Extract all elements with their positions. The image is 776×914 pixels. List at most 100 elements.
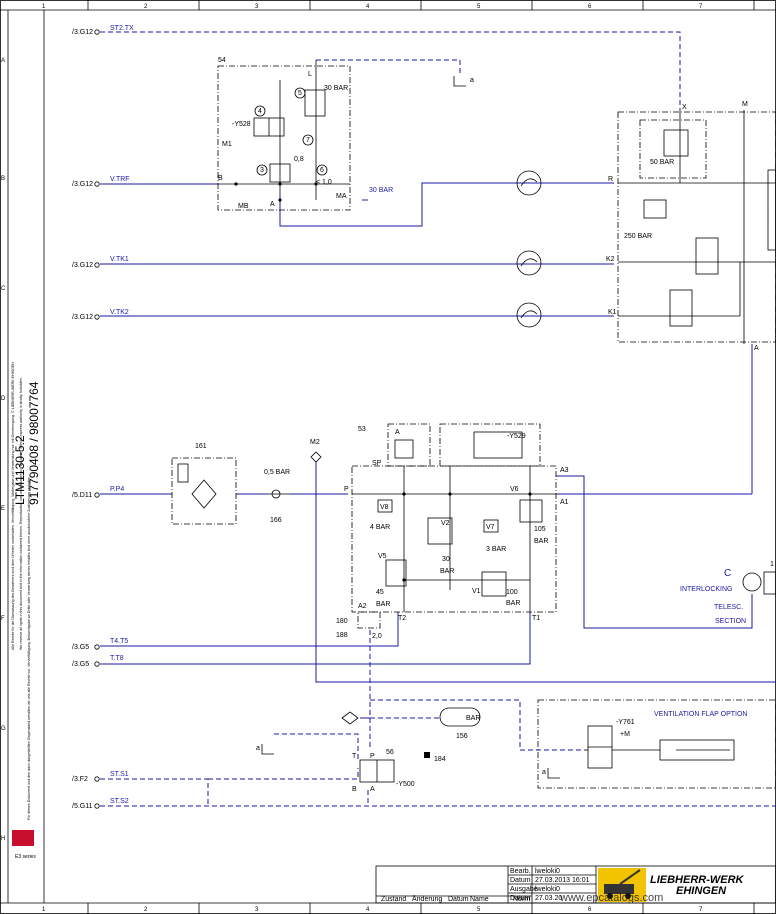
check-valve-lower: BAR 156 bbox=[341, 707, 481, 740]
title-bottom-label: Änderung bbox=[412, 895, 442, 903]
partial-1-label: 1 bbox=[770, 561, 774, 568]
component-166-label: 166 bbox=[270, 517, 282, 524]
pressure-relief-valve-5 bbox=[304, 89, 326, 117]
col-label: 2 bbox=[144, 4, 148, 10]
component-184-label: 184 bbox=[434, 756, 446, 763]
col-label: 5 bbox=[477, 907, 481, 913]
v6-bar-label: BAR bbox=[534, 538, 548, 545]
hydraulic-lines bbox=[100, 31, 776, 807]
component-156-label: 156 bbox=[456, 733, 468, 740]
signal-ref: /3.G12 bbox=[72, 314, 93, 321]
signal-ref: /3.G12 bbox=[72, 29, 93, 36]
title-bottom-label: Name bbox=[470, 896, 489, 903]
v2-pressure-label: 30 bbox=[442, 556, 450, 563]
callout-5: 5 bbox=[298, 90, 302, 97]
port-a-right-label: A bbox=[754, 345, 759, 352]
telesc-label: TELESC. bbox=[714, 604, 743, 611]
valve-v7-label: V7 bbox=[486, 524, 495, 531]
port-a-56-tank-label: a bbox=[256, 745, 260, 752]
company-name-2: EHINGEN bbox=[676, 885, 727, 897]
copyright-note-1: Alle Rechte für die Überlassung des Bewa… bbox=[11, 362, 15, 650]
port-a2-label: A2 bbox=[358, 603, 367, 610]
port-a-56-label: A bbox=[370, 786, 375, 793]
col-label: 4 bbox=[366, 4, 370, 10]
signal-name: ST.S2 bbox=[110, 798, 129, 805]
pressure-10-label: < 1,0 bbox=[316, 179, 332, 186]
copyright-note-2: We reserve all rights in this document a… bbox=[19, 377, 23, 650]
ma-pressure-label: 30 BAR bbox=[369, 187, 393, 194]
signal-ref: /3.G12 bbox=[72, 262, 93, 269]
title-block: Bearb. Datum Ausgabe Datum lweloki0 27.0… bbox=[375, 865, 776, 904]
y500-label: -Y500 bbox=[396, 781, 415, 788]
component-180-label: 180 bbox=[336, 618, 348, 625]
port-mb-label: MB bbox=[238, 203, 249, 210]
port-a-53-label: A bbox=[395, 429, 400, 436]
crane-logo bbox=[598, 868, 646, 902]
v1-pressure-label: 100 bbox=[506, 589, 518, 596]
valve-block-54: 54 -Y528 30 BAR 0,8 < 1,0 4 5 3 7 6 M1 M… bbox=[217, 57, 393, 211]
model-label: LTM1130-5.2 bbox=[13, 435, 27, 505]
callout-7: 7 bbox=[306, 137, 310, 144]
row-labels: A B C D E F G H bbox=[1, 58, 6, 842]
port-t2-label: T2 bbox=[398, 615, 406, 622]
row-label: G bbox=[1, 726, 6, 732]
valve-v1-label: V1 bbox=[472, 588, 481, 595]
gauge-port-m2: M2 bbox=[310, 439, 322, 463]
port-m1-label: M1 bbox=[222, 141, 232, 148]
signal-name: ST2.TX bbox=[110, 25, 134, 32]
port-t-56-label: T bbox=[352, 753, 357, 760]
row-label: H bbox=[1, 836, 5, 842]
title-label: Datum bbox=[510, 895, 531, 902]
port-b-56-label: B bbox=[352, 786, 357, 793]
title-value: lweloki0 bbox=[535, 886, 560, 893]
company-name-1: LIEBHERR-WERK bbox=[650, 874, 745, 886]
valve-v2-label: V2 bbox=[441, 520, 450, 527]
pressure-08-label: 0,8 bbox=[294, 156, 304, 163]
port-a3-label: A3 bbox=[560, 467, 569, 474]
pressure-switch-156 bbox=[439, 707, 481, 727]
port-p-label: P bbox=[344, 486, 349, 493]
port-l-label: L bbox=[308, 71, 312, 78]
series-logo-text: E3 series bbox=[15, 854, 36, 860]
interlocking-c-label: C bbox=[724, 568, 731, 579]
component-54-label: 54 bbox=[218, 57, 226, 64]
signal-name: V.TK2 bbox=[110, 309, 129, 316]
port-r-label: R bbox=[608, 176, 613, 183]
watermark: www.epcatalogs.com bbox=[559, 892, 663, 904]
port-x-label: X bbox=[682, 104, 687, 111]
v8-pressure-label: 4 BAR bbox=[370, 524, 390, 531]
col-label: 2 bbox=[144, 907, 148, 913]
signal-labels: /3.G12 ST2.TX /3.G12 V.TRF /3.G12 V.TK1 … bbox=[72, 25, 134, 810]
col-label: 7 bbox=[699, 907, 703, 913]
signal-ref: /3.G12 bbox=[72, 181, 93, 188]
callout-4: 4 bbox=[258, 108, 262, 115]
shuttle-valve-k1 bbox=[669, 289, 693, 327]
column-ticks bbox=[87, 0, 755, 914]
port-a-vent-label: a bbox=[542, 769, 546, 776]
row-label: A bbox=[1, 58, 5, 64]
signal-ref: /3.G5 bbox=[72, 661, 89, 668]
right-valve-block: 50 BAR 250 BAR X R K2 K1 A M bbox=[606, 101, 776, 352]
signal-ref: /5.D11 bbox=[72, 492, 92, 499]
title-bottom-label: Zustand bbox=[381, 896, 406, 903]
signal-ref: /3.G5 bbox=[72, 644, 89, 651]
component-161-label: 161 bbox=[195, 443, 207, 450]
row-label: B bbox=[1, 176, 5, 182]
col-label: 3 bbox=[255, 907, 259, 913]
m2-label: M2 bbox=[310, 439, 320, 446]
port-sp-label: SP bbox=[372, 460, 382, 467]
valve-v8-label: V8 bbox=[380, 504, 389, 511]
signal-name: ST.S1 bbox=[110, 771, 129, 778]
filter-161: 161 bbox=[171, 443, 237, 525]
v5-bar-label: BAR bbox=[376, 601, 390, 608]
port-k2-label: K2 bbox=[606, 256, 615, 263]
col-label: 6 bbox=[588, 4, 592, 10]
callout-3: 3 bbox=[260, 167, 264, 174]
port-ma-label: MA bbox=[336, 193, 347, 200]
title-label: Bearb. bbox=[510, 868, 531, 875]
copyright-note-3: Für dieses Dokument und den darin darges… bbox=[27, 476, 31, 820]
interlocking-label: INTERLOCKING bbox=[680, 586, 733, 593]
check-20-label: 2,0 bbox=[372, 633, 382, 640]
v2-bar-label: BAR bbox=[440, 568, 454, 575]
title-bottom-label: Norm bbox=[513, 896, 530, 903]
